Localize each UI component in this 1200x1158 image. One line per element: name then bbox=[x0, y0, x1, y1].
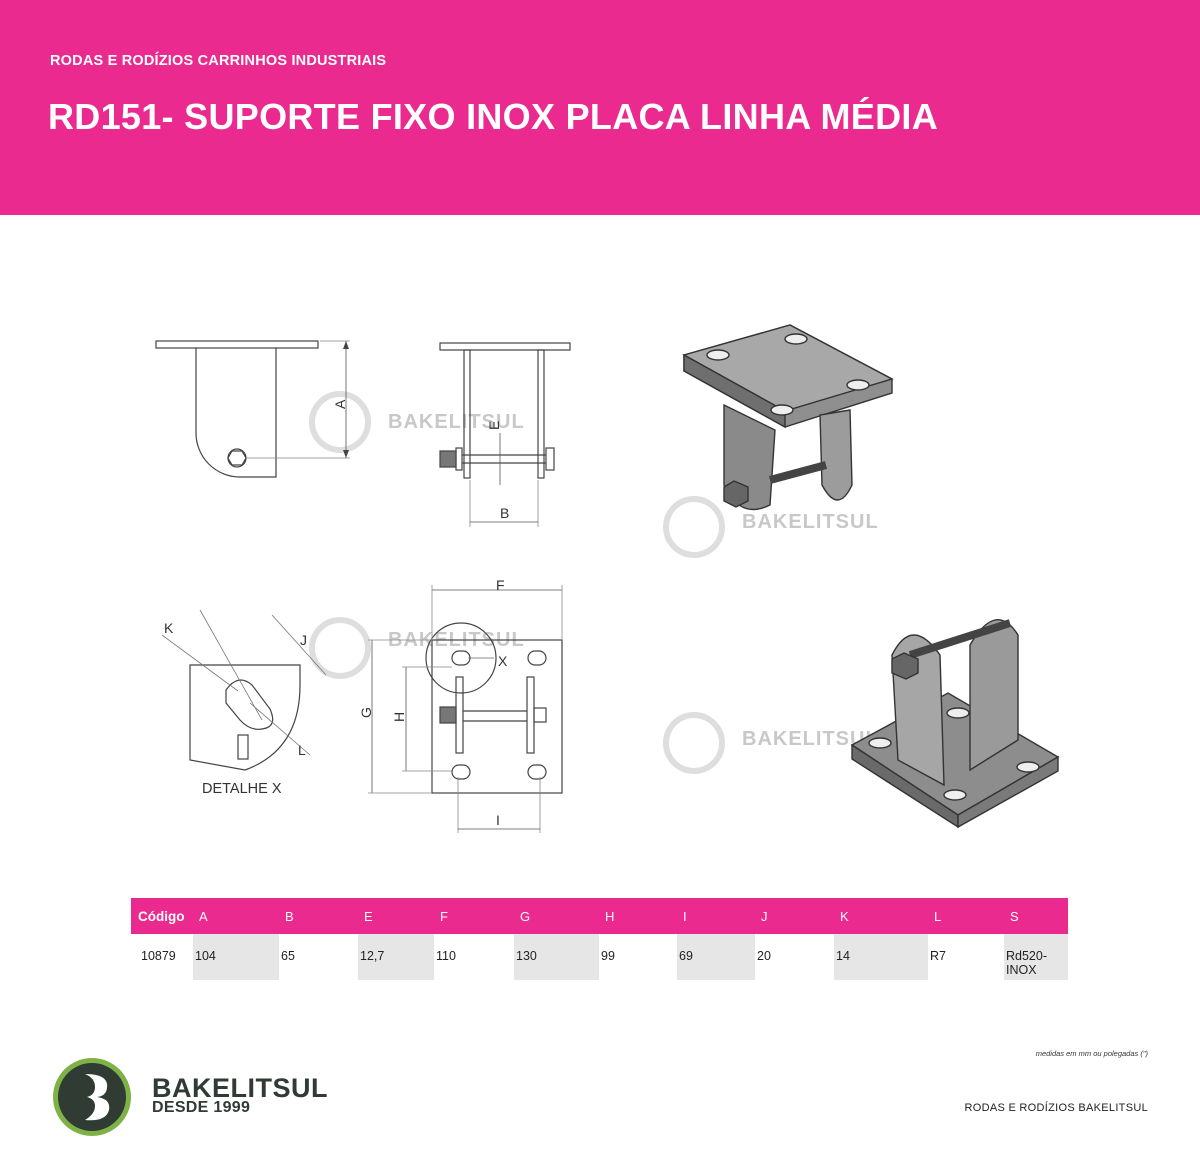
cell-s: Rd520-INOX bbox=[1004, 934, 1068, 980]
front-view bbox=[155, 340, 350, 478]
dim-label-I: I bbox=[496, 812, 500, 828]
watermark-3: BAKELITSUL bbox=[309, 617, 524, 679]
footer-brand-line: RODAS E RODÍZIOS BAKELITSUL bbox=[964, 1102, 1148, 1114]
dim-label-L: L bbox=[298, 742, 306, 758]
dim-label-F: F bbox=[496, 577, 505, 593]
dim-label-G: G bbox=[358, 707, 374, 718]
cell-g: 130 bbox=[514, 934, 599, 980]
logo-tagline: DESDE 1999 bbox=[152, 1099, 251, 1116]
cell-f: 110 bbox=[436, 949, 456, 963]
dim-label-X: X bbox=[498, 653, 508, 669]
table-row: 10879 104 65 12,7 110 130 99 69 20 14 R7… bbox=[131, 934, 1068, 980]
bakelitsul-logo-icon bbox=[53, 1058, 131, 1136]
cell-h: 99 bbox=[601, 949, 615, 963]
header-a: A bbox=[193, 898, 279, 934]
units-note: medidas em mm ou polegadas (") bbox=[1035, 1049, 1148, 1058]
detail-x-label: DETALHE X bbox=[202, 781, 282, 797]
side-view bbox=[439, 342, 571, 527]
table-header-row: Código A B E F G H I J K L S bbox=[131, 898, 1068, 934]
header-j: J bbox=[755, 898, 834, 934]
header-h: H bbox=[599, 898, 677, 934]
header-l: L bbox=[928, 898, 1004, 934]
header-e: E bbox=[358, 898, 434, 934]
watermark-2: BAKELITSUL bbox=[663, 496, 879, 558]
dim-label-E: E bbox=[486, 421, 502, 430]
cell-l: R7 bbox=[930, 949, 946, 963]
technical-drawing: BAKELITSUL BAKELITSUL BAKELITSUL BAKELIT… bbox=[0, 215, 1200, 895]
svg-text:BAKELITSUL: BAKELITSUL bbox=[742, 511, 879, 533]
top-view bbox=[368, 585, 563, 833]
header-i: I bbox=[677, 898, 755, 934]
cell-a: 104 bbox=[193, 934, 279, 980]
logo-name: BAKELITSUL bbox=[152, 1073, 328, 1103]
header-g: G bbox=[514, 898, 599, 934]
spec-table: Código A B E F G H I J K L S 10879 104 6… bbox=[131, 898, 1068, 980]
iso-view-top bbox=[682, 324, 894, 511]
detail-x-view bbox=[161, 609, 327, 771]
watermark-1: BAKELITSUL bbox=[309, 391, 525, 453]
cell-j: 20 bbox=[757, 949, 771, 963]
cell-codigo: 10879 bbox=[141, 949, 176, 963]
cell-i: 69 bbox=[677, 934, 755, 980]
iso-view-bottom bbox=[850, 619, 1060, 829]
header-banner: RODAS E RODÍZIOS CARRINHOS INDUSTRIAIS R… bbox=[0, 0, 1200, 215]
dim-label-J: J bbox=[300, 632, 307, 648]
dim-label-K: K bbox=[164, 620, 174, 636]
header-codigo: Código bbox=[131, 898, 193, 934]
cell-e: 12,7 bbox=[358, 934, 434, 980]
dim-label-A: A bbox=[332, 399, 348, 409]
cell-b: 65 bbox=[281, 949, 295, 963]
header-s: S bbox=[1004, 898, 1068, 934]
page-title: RD151- SUPORTE FIXO INOX PLACA LINHA MÉD… bbox=[48, 96, 939, 137]
header-subtitle: RODAS E RODÍZIOS CARRINHOS INDUSTRIAIS bbox=[50, 53, 387, 69]
svg-text:BAKELITSUL: BAKELITSUL bbox=[742, 728, 879, 750]
header-b: B bbox=[279, 898, 358, 934]
svg-text:BAKELITSUL: BAKELITSUL bbox=[388, 411, 525, 433]
cell-k: 14 bbox=[834, 934, 928, 980]
watermark-4: BAKELITSUL bbox=[663, 712, 879, 774]
header-f: F bbox=[434, 898, 514, 934]
dim-label-H: H bbox=[391, 712, 407, 722]
header-k: K bbox=[834, 898, 928, 934]
dim-label-B: B bbox=[500, 505, 509, 521]
